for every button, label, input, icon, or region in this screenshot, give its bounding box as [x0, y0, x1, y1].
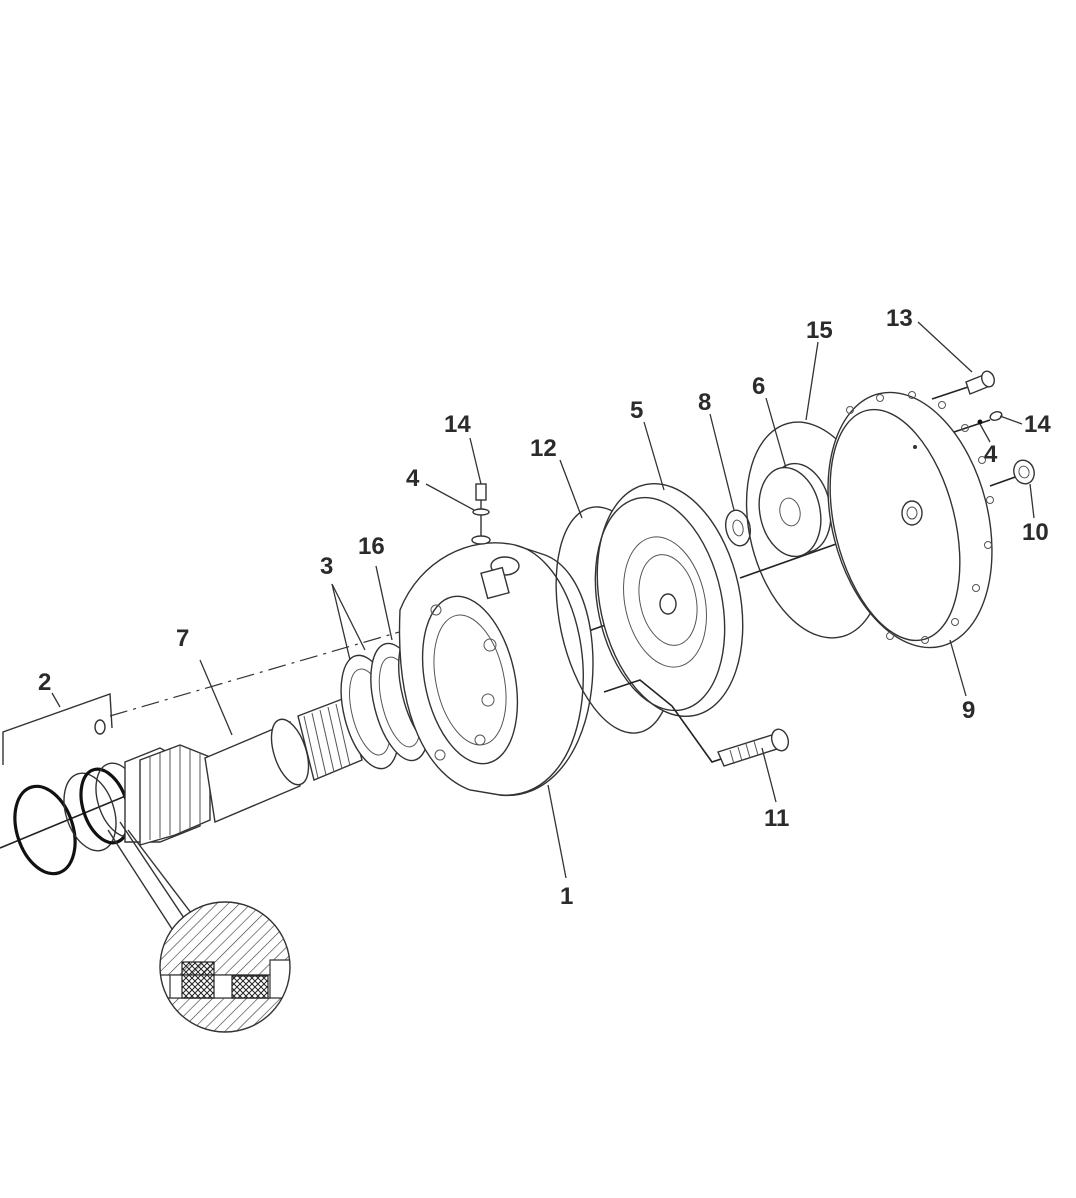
callout-5: 5 [630, 397, 643, 424]
part-1-carrier-housing [398, 542, 594, 797]
callout-14-top: 14 [444, 411, 471, 438]
callout-3: 3 [320, 553, 333, 580]
callout-4-right: 4 [984, 441, 998, 468]
callout-12: 12 [530, 435, 557, 462]
callout-1: 1 [560, 883, 573, 910]
callout-10: 10 [1022, 519, 1049, 546]
callout-7: 7 [176, 625, 189, 652]
o-ring-shaft [13, 784, 77, 876]
callout-9: 9 [962, 697, 975, 724]
part-7-shaft [124, 697, 363, 846]
callout-15: 15 [806, 317, 833, 344]
part-14-fitting-top [471, 483, 491, 545]
callout-2: 2 [38, 669, 51, 696]
part-2-bracket [2, 693, 113, 765]
part-5-cover [594, 482, 744, 718]
callout-16: 16 [358, 533, 385, 560]
part-10-plug [1013, 459, 1035, 485]
callout-8: 8 [698, 389, 711, 416]
part-8-washer [724, 509, 752, 547]
part-6-thrust-disc [758, 462, 832, 558]
leader-lines [51, 321, 1035, 879]
callout-labels: 2 7 3 16 4 14 12 5 8 6 15 13 14 4 10 9 1… [38, 305, 1051, 910]
seal-detail-view [107, 821, 291, 1033]
part-9-end-cover [827, 391, 994, 649]
part-14-fitting-right [977, 411, 1003, 425]
callout-14-right: 14 [1024, 411, 1051, 438]
callout-11: 11 [764, 805, 789, 832]
part-11-bolt [603, 679, 790, 767]
callout-4-top: 4 [406, 465, 420, 492]
callout-6: 6 [752, 373, 765, 400]
callout-13: 13 [886, 305, 913, 332]
part-13-bolt [965, 370, 995, 395]
